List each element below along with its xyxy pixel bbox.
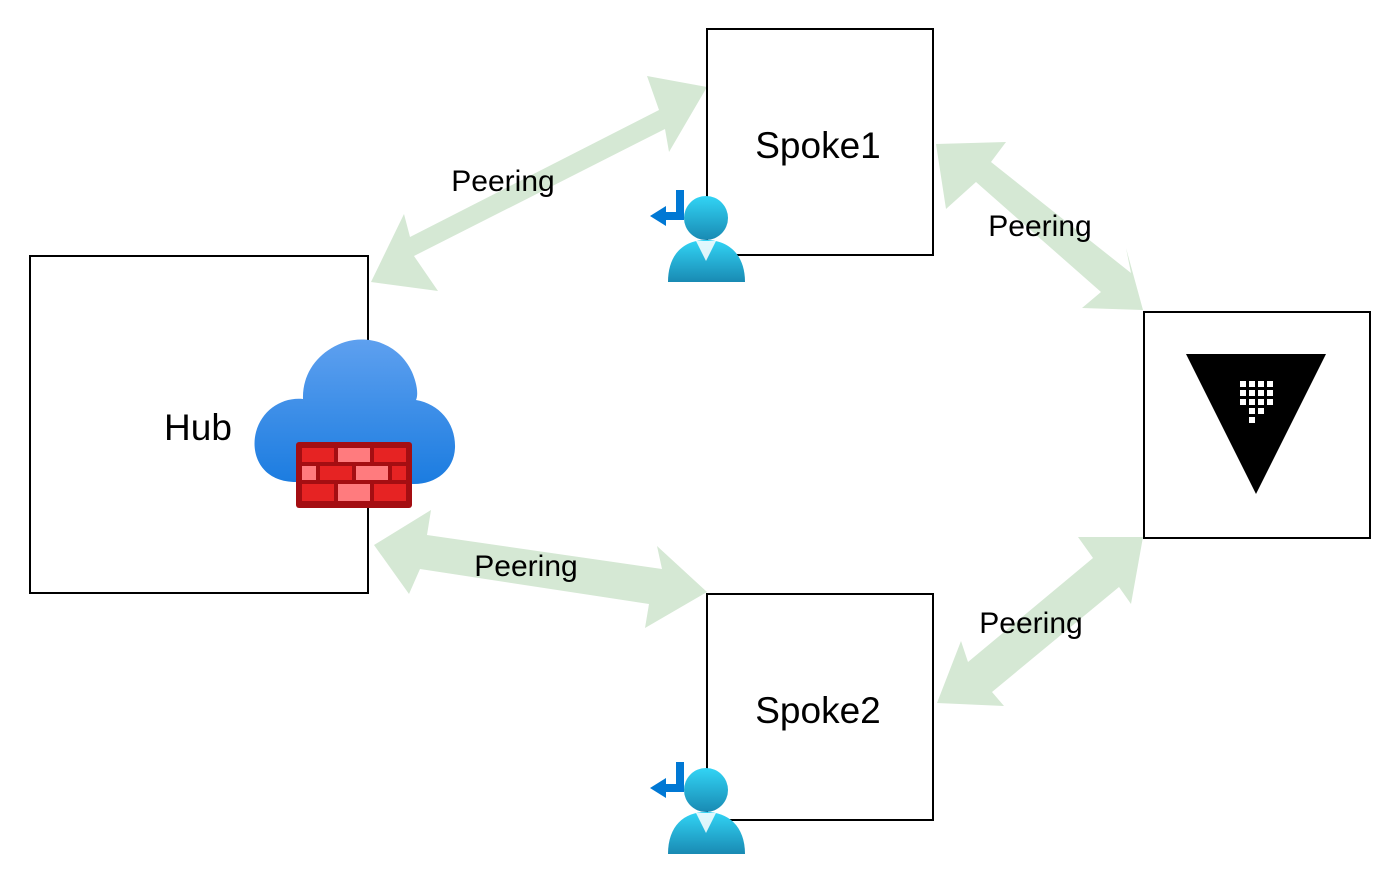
edge-spoke1-vault: Peering xyxy=(936,142,1143,310)
peering-arrow xyxy=(937,537,1143,706)
user-jit-icon xyxy=(650,190,745,282)
peering-label: Peering xyxy=(451,165,554,198)
peering-arrow xyxy=(936,142,1143,310)
peering-label: Peering xyxy=(979,607,1082,640)
vault-triangle-icon xyxy=(1186,354,1326,494)
hub-label: Hub xyxy=(164,407,232,448)
vault-node xyxy=(1143,311,1371,539)
firewall-cloud-icon xyxy=(254,339,456,508)
spoke1-box xyxy=(706,28,934,256)
user-jit-icon xyxy=(650,762,745,854)
edge-spoke2-vault: Peering xyxy=(937,537,1143,706)
spoke2-label: Spoke2 xyxy=(755,690,881,731)
spoke1-node: Spoke1 xyxy=(706,28,934,256)
peering-label: Peering xyxy=(474,550,577,583)
edge-hub-spoke1: Peering xyxy=(371,76,707,291)
peering-arrow xyxy=(371,76,707,291)
peering-label: Peering xyxy=(988,210,1091,243)
spoke2-node: Spoke2 xyxy=(706,593,934,821)
spoke2-box xyxy=(706,593,934,821)
peering-arrow xyxy=(374,510,707,628)
edge-hub-spoke2: Peering xyxy=(374,510,707,628)
spoke1-label: Spoke1 xyxy=(755,125,881,166)
